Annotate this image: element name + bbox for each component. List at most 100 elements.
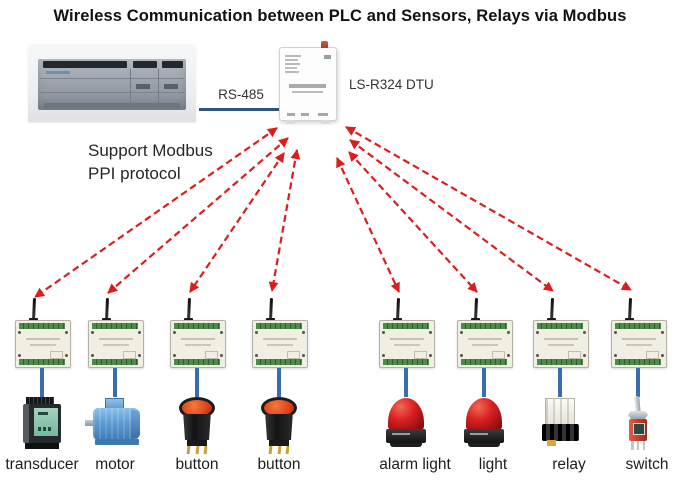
relay-housing: [545, 398, 575, 425]
module-print: [472, 344, 498, 346]
screw-icon: [138, 354, 141, 357]
switch-label-plate: [633, 423, 645, 435]
terminal-strip: [615, 323, 661, 329]
wireless-link-relay: [349, 139, 554, 292]
screw-icon: [382, 354, 385, 357]
terminal-strip: [256, 323, 302, 329]
screw-icon: [255, 354, 258, 357]
screw-icon: [460, 354, 463, 357]
node-relay: relay: [520, 296, 600, 480]
node-transducer: transducer: [2, 296, 82, 480]
screw-icon: [536, 331, 539, 334]
screw-icon: [536, 354, 539, 357]
dtu-label: LS-R324 DTU: [349, 77, 434, 92]
module-print: [626, 344, 652, 346]
switch-lever: [634, 395, 641, 414]
module-print: [468, 338, 502, 340]
screw-icon: [382, 331, 385, 334]
dtu-device: [279, 41, 337, 124]
screw-icon: [173, 354, 176, 357]
wire-line: [40, 368, 44, 397]
motor-endcap: [131, 410, 140, 438]
node-label: motor: [95, 456, 135, 473]
terminal-strip: [383, 323, 429, 329]
module-print: [287, 351, 300, 359]
beacon-dome: [388, 398, 424, 430]
screw-icon: [583, 331, 586, 334]
plc-terminal-strip: [133, 61, 157, 68]
terminal-strip: [92, 359, 138, 365]
relay-pin: [547, 440, 556, 446]
screw-icon: [661, 354, 664, 357]
module-print: [646, 351, 659, 359]
beacon-stripe: [392, 433, 410, 435]
switch-nut: [628, 411, 648, 419]
light-image: [444, 396, 524, 454]
screw-icon: [583, 354, 586, 357]
transducer-marking: [38, 412, 48, 415]
terminal-strip: [461, 323, 507, 329]
protocol-note: Support Modbus PPI protocol: [88, 139, 213, 185]
node-label: button: [257, 456, 301, 473]
terminal-strip: [92, 323, 138, 329]
dtu-print: [324, 55, 331, 59]
motor-shaft: [85, 420, 95, 426]
dtu-print: [285, 59, 298, 61]
dtu-foot: [286, 120, 295, 124]
plc-terminal-strip: [162, 61, 183, 68]
rs485-line: [199, 108, 283, 111]
plc-groove: [40, 92, 184, 93]
terminal-strip: [19, 323, 65, 329]
module-print: [205, 351, 218, 359]
plc-body: [38, 59, 186, 110]
node-motor: motor: [75, 296, 155, 480]
motor-base: [95, 439, 139, 445]
screw-icon: [138, 331, 141, 334]
screw-icon: [65, 354, 68, 357]
relay-image: [520, 396, 600, 454]
screw-icon: [429, 331, 432, 334]
dtu-print: [285, 71, 299, 73]
wireless-module: [170, 320, 226, 368]
dtu-port: [287, 113, 295, 116]
dtu-print: [285, 55, 301, 57]
node-label: alarm light: [379, 456, 451, 473]
wire-line: [277, 368, 281, 397]
wireless-module: [533, 320, 589, 368]
terminal-strip: [19, 359, 65, 365]
protocol-note-line1: Support Modbus: [88, 141, 213, 160]
wire-line: [195, 368, 199, 397]
beacon-base: [464, 429, 504, 443]
button-image: [157, 396, 237, 454]
button-body: [265, 414, 293, 440]
wireless-link-alarm-light: [336, 157, 400, 293]
dtu-print: [285, 63, 300, 65]
wire-line: [482, 368, 486, 397]
module-print: [492, 351, 505, 359]
module-print: [263, 338, 297, 340]
plc-base: [44, 103, 180, 108]
node-alarm-light: alarm light: [366, 296, 451, 480]
screw-icon: [302, 331, 305, 334]
terminal-strip: [461, 359, 507, 365]
transducer-base: [25, 443, 59, 449]
plc-image: [28, 44, 196, 122]
screw-icon: [460, 331, 463, 334]
plc-port: [164, 84, 178, 89]
node-label: switch: [625, 456, 669, 473]
beacon-foot: [468, 443, 500, 447]
node-button-2: button: [239, 296, 319, 480]
plc-terminal-strip: [43, 61, 127, 68]
wire-line: [404, 368, 408, 397]
button-collar: [269, 440, 289, 446]
alarm-light-image: [366, 396, 446, 454]
screw-icon: [614, 354, 617, 357]
beacon-foot: [390, 443, 422, 447]
button-pins: [186, 446, 208, 454]
screw-icon: [18, 354, 21, 357]
wire-line: [558, 368, 562, 397]
switch-image: [598, 395, 678, 454]
screw-icon: [220, 331, 223, 334]
screw-icon: [507, 331, 510, 334]
